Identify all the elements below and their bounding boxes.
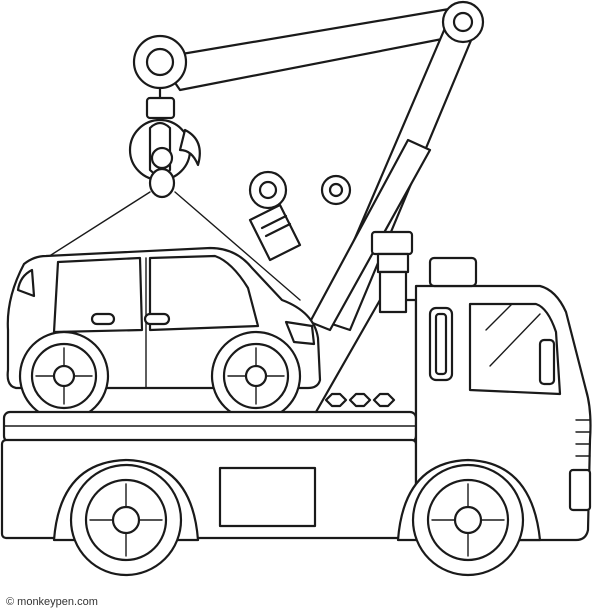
bed-post [370,230,414,314]
crane-tip-pulley [441,0,485,44]
tow-cables [39,191,301,301]
towed-car [6,246,322,422]
crane-hook [128,86,201,199]
crane-boom [156,6,474,332]
truck-wheels [52,458,542,577]
bolts [324,392,396,408]
crane-left-pulley [132,34,188,90]
credit-watermark: © monkeypen.com [6,596,98,608]
crane-joints [248,170,352,262]
